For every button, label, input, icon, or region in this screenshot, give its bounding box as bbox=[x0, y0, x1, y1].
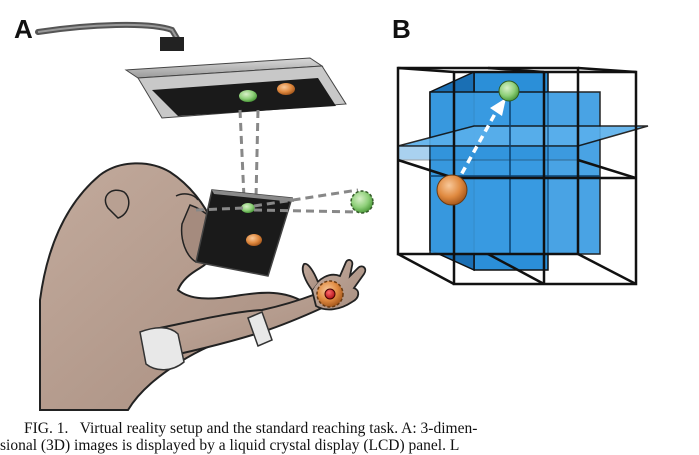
hand-marker-red bbox=[324, 288, 336, 300]
screen-cursor-orange bbox=[277, 83, 295, 95]
caption-fig-label: FIG. 1. bbox=[24, 420, 69, 437]
cube-start-orange bbox=[436, 174, 468, 206]
cube-3d bbox=[396, 66, 649, 286]
monkey-ear bbox=[104, 189, 130, 219]
mirror-panel bbox=[195, 189, 293, 277]
cube-target-green bbox=[498, 80, 520, 102]
arm-band-upper bbox=[139, 327, 185, 371]
figure-caption: FIG. 1. Virtual reality setup and the st… bbox=[24, 418, 684, 440]
reach-arrow bbox=[454, 111, 498, 185]
panel-label-b: B bbox=[392, 14, 411, 44]
cable-connector bbox=[160, 37, 184, 51]
arm-band-wrist bbox=[247, 310, 273, 348]
caption-line2: sional (3D) images is displayed by a liq… bbox=[0, 437, 460, 454]
plane-vertical-b bbox=[429, 91, 601, 255]
mirror-cursor-orange bbox=[246, 234, 262, 246]
panel-label-a: A bbox=[14, 14, 33, 44]
mirror-target-green bbox=[241, 203, 255, 213]
plane-horizontal bbox=[397, 125, 649, 147]
virtual-target-green bbox=[350, 190, 374, 214]
caption-line1: Virtual reality setup and the standard r… bbox=[79, 420, 478, 437]
screen-target-green bbox=[239, 90, 257, 102]
